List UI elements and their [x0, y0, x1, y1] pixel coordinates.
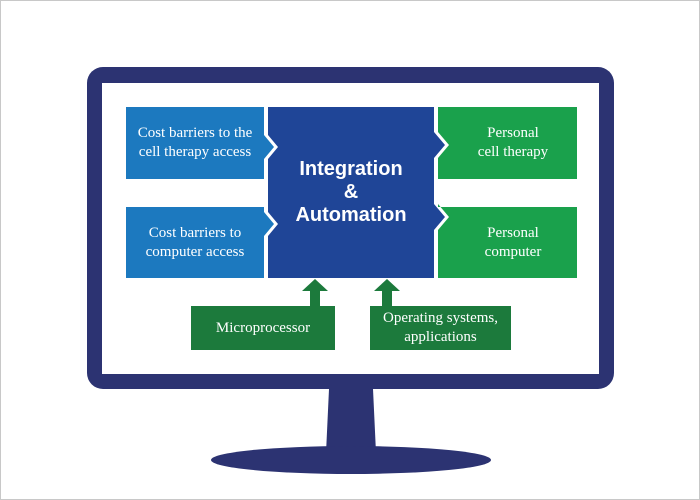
left-bottom-label: Cost barriers to computer access: [126, 207, 264, 278]
os-line-2: applications: [404, 329, 477, 345]
right-bottom-line-1: Personal: [487, 224, 539, 241]
right-top-line-1: Personal: [487, 125, 539, 141]
left-top-box-shape: [126, 107, 274, 179]
monitor-stand-base: [211, 446, 491, 474]
right-bottom-line-2: computer: [484, 243, 542, 260]
os-box-shape: [370, 306, 511, 350]
left-bottom-line-1: Cost barriers to: [148, 224, 242, 241]
center-line-3: Automation: [295, 204, 407, 226]
left-top-label: Cost barriers to the cell therapy access: [126, 107, 264, 179]
os-label: Operating systems, applications: [370, 306, 511, 350]
microprocessor-label: Microprocessor: [191, 306, 335, 350]
left-top-line-2: cell therapy access: [138, 144, 252, 160]
right-top-line-2: cell therapy: [477, 144, 549, 160]
right-top-box-shape: [438, 107, 577, 179]
up-arrow-left: [302, 279, 328, 306]
left-bottom-line-2: computer access: [145, 243, 245, 260]
left-bottom-box-shape: [126, 207, 274, 278]
right-bottom-box-shape: [438, 204, 577, 278]
os-line-1: Operating systems,: [383, 310, 498, 326]
center-line-1: Integration: [299, 158, 403, 180]
center-line-2: &: [343, 181, 359, 203]
left-top-line-1: Cost barriers to the: [137, 125, 253, 141]
center-label: Integration & Automation: [268, 107, 434, 278]
monitor-stand-neck: [326, 389, 376, 453]
microprocessor-text: Microprocessor: [215, 319, 311, 336]
microprocessor-box-shape: [191, 306, 335, 350]
right-bottom-label: Personal computer: [449, 207, 577, 278]
right-top-label: Personal cell therapy: [449, 107, 577, 179]
center-box-shape: [268, 107, 445, 278]
up-arrow-right: [374, 279, 400, 306]
